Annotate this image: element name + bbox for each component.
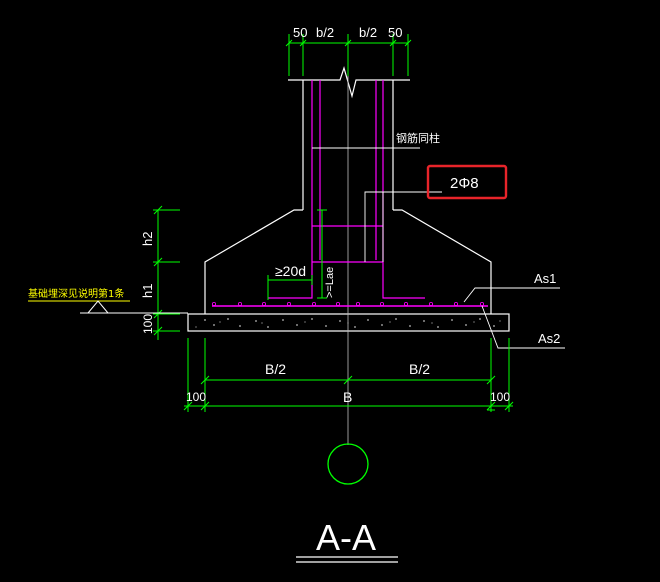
dim-100-right-bottom: 100 bbox=[490, 390, 510, 404]
leader-stirrup bbox=[364, 191, 442, 262]
axis-bubble bbox=[327, 443, 369, 485]
dim-50-left: 50 bbox=[293, 25, 307, 40]
left-dimension bbox=[153, 205, 180, 340]
cushion-hatch bbox=[195, 318, 501, 328]
dim-b-half-left-bottom: B/2 bbox=[265, 361, 286, 377]
section-title: A-A bbox=[316, 517, 376, 558]
cushion-layer bbox=[187, 313, 510, 332]
dim-100-left-bottom: 100 bbox=[186, 390, 206, 404]
dim-h2: h2 bbox=[140, 232, 155, 246]
anchor-dimension bbox=[267, 209, 327, 300]
label-as1: As1 bbox=[534, 271, 556, 286]
top-dimension bbox=[285, 34, 412, 76]
dim-50-right: 50 bbox=[388, 25, 402, 40]
dim-b-half-right: b/2 bbox=[359, 25, 377, 40]
dim-cushion-100: 100 bbox=[141, 314, 155, 334]
note-foundation-depth: 基础埋深见说明第1条 bbox=[28, 287, 124, 300]
elevation-mark bbox=[87, 300, 109, 314]
label-as2: As2 bbox=[538, 331, 560, 346]
note-anchor-20d: ≥20d bbox=[275, 263, 306, 279]
leader-as2 bbox=[481, 305, 565, 349]
column-rebar bbox=[268, 80, 425, 299]
note-stirrup: 2Φ8 bbox=[450, 175, 479, 192]
dim-b-total: B bbox=[343, 389, 352, 405]
dim-b-half-left: b/2 bbox=[316, 25, 334, 40]
leader-as1 bbox=[463, 287, 560, 303]
stirrups bbox=[312, 225, 383, 263]
note-column-rebar: 钢筋同柱 bbox=[396, 131, 440, 145]
note-lae: >=Lae bbox=[324, 267, 336, 298]
bottom-dimension bbox=[183, 338, 514, 412]
rebar-dots bbox=[211, 301, 484, 306]
stirrup-highlight-box bbox=[426, 164, 508, 200]
dim-h1: h1 bbox=[140, 284, 155, 298]
dim-b-half-right-bottom: B/2 bbox=[409, 361, 430, 377]
